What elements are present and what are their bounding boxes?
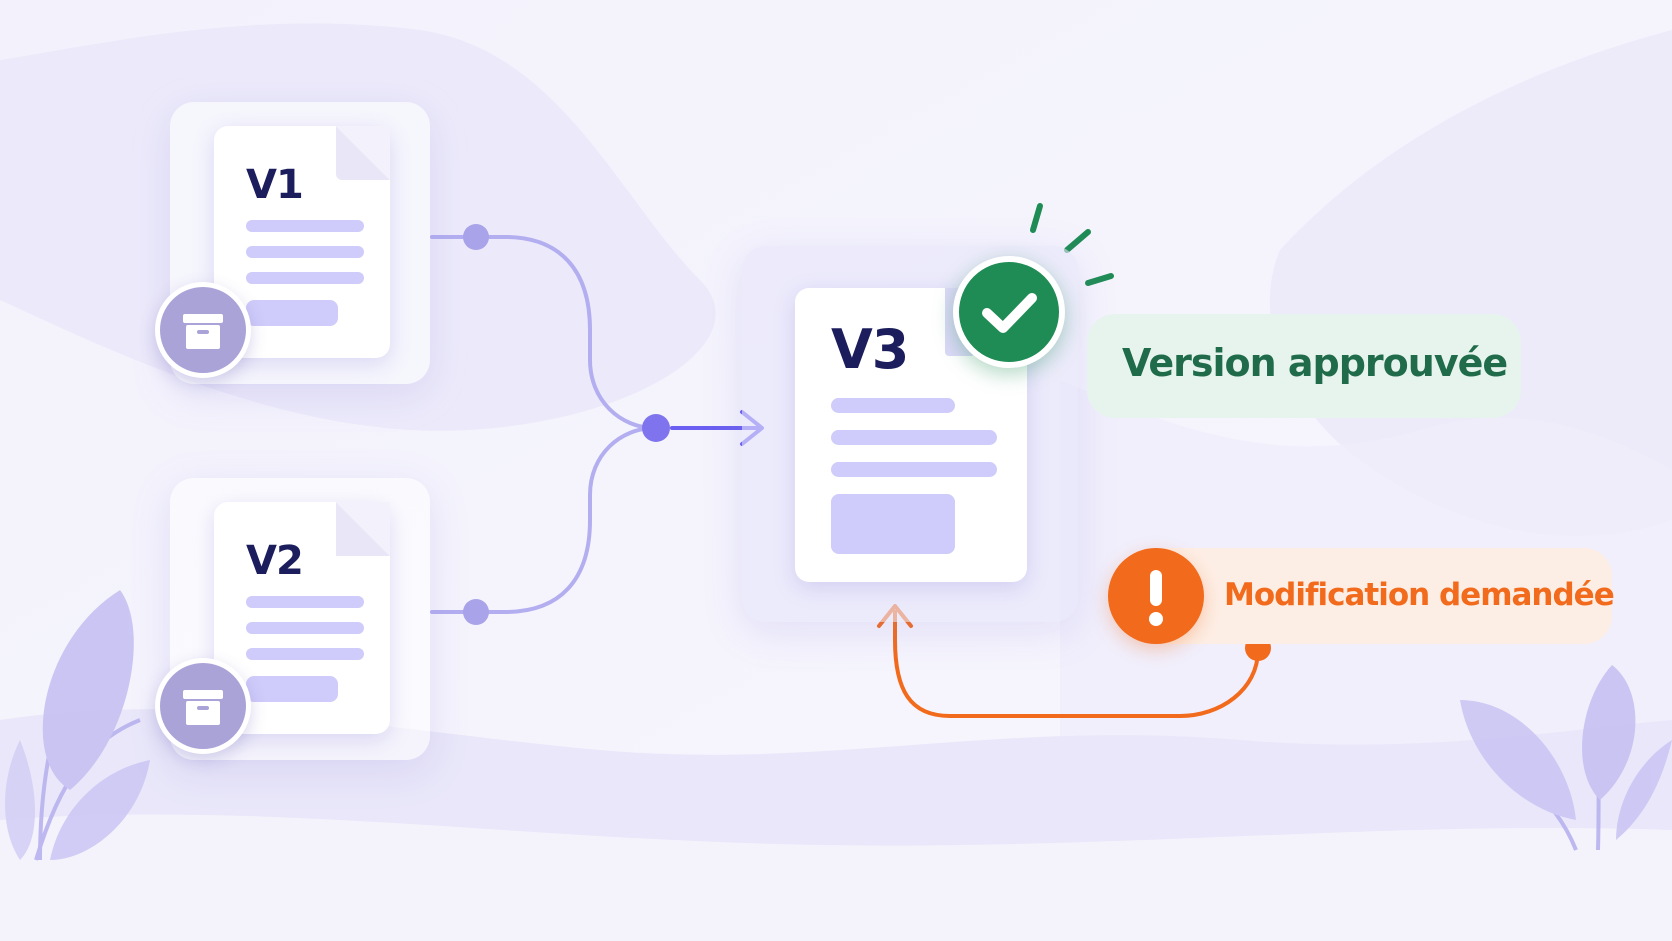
connector-v2 [430, 426, 657, 614]
node-v1 [463, 224, 489, 250]
text-line [831, 462, 997, 477]
approved-badge [953, 256, 1065, 368]
archive-box-icon [183, 314, 223, 349]
plant-left-decoration [5, 590, 150, 861]
content-block [246, 676, 338, 702]
approved-status-label: Version approuvée [1122, 341, 1508, 385]
text-line [831, 430, 997, 445]
archive-badge-v2 [155, 658, 251, 754]
sparkle-icon [1030, 203, 1114, 286]
v3-label: V3 [831, 318, 909, 381]
v1-document[interactable]: V1 [214, 126, 390, 358]
check-icon [982, 293, 1037, 333]
plant-right-decoration [1460, 665, 1672, 851]
text-line [246, 246, 364, 258]
node-v2 [463, 599, 489, 625]
archive-badge-v1 [155, 282, 251, 378]
text-line [831, 398, 955, 413]
exclamation-icon [1149, 570, 1163, 626]
connector-v1 [430, 235, 657, 430]
archive-box-icon [183, 690, 223, 725]
v1-label: V1 [246, 162, 304, 208]
merge-node [642, 414, 670, 442]
content-block [246, 300, 338, 326]
text-line [246, 220, 364, 232]
text-line [246, 648, 364, 660]
text-line [246, 596, 364, 608]
feedback-loop [893, 610, 1260, 718]
text-line [246, 622, 364, 634]
changes-requested-pill [1140, 548, 1612, 644]
changes-requested-label: Modification demandée [1224, 577, 1615, 613]
content-block [831, 494, 955, 554]
approved-status-pill [1087, 314, 1521, 418]
v2-label: V2 [246, 538, 304, 584]
text-line [246, 272, 364, 284]
alert-badge [1108, 548, 1204, 644]
